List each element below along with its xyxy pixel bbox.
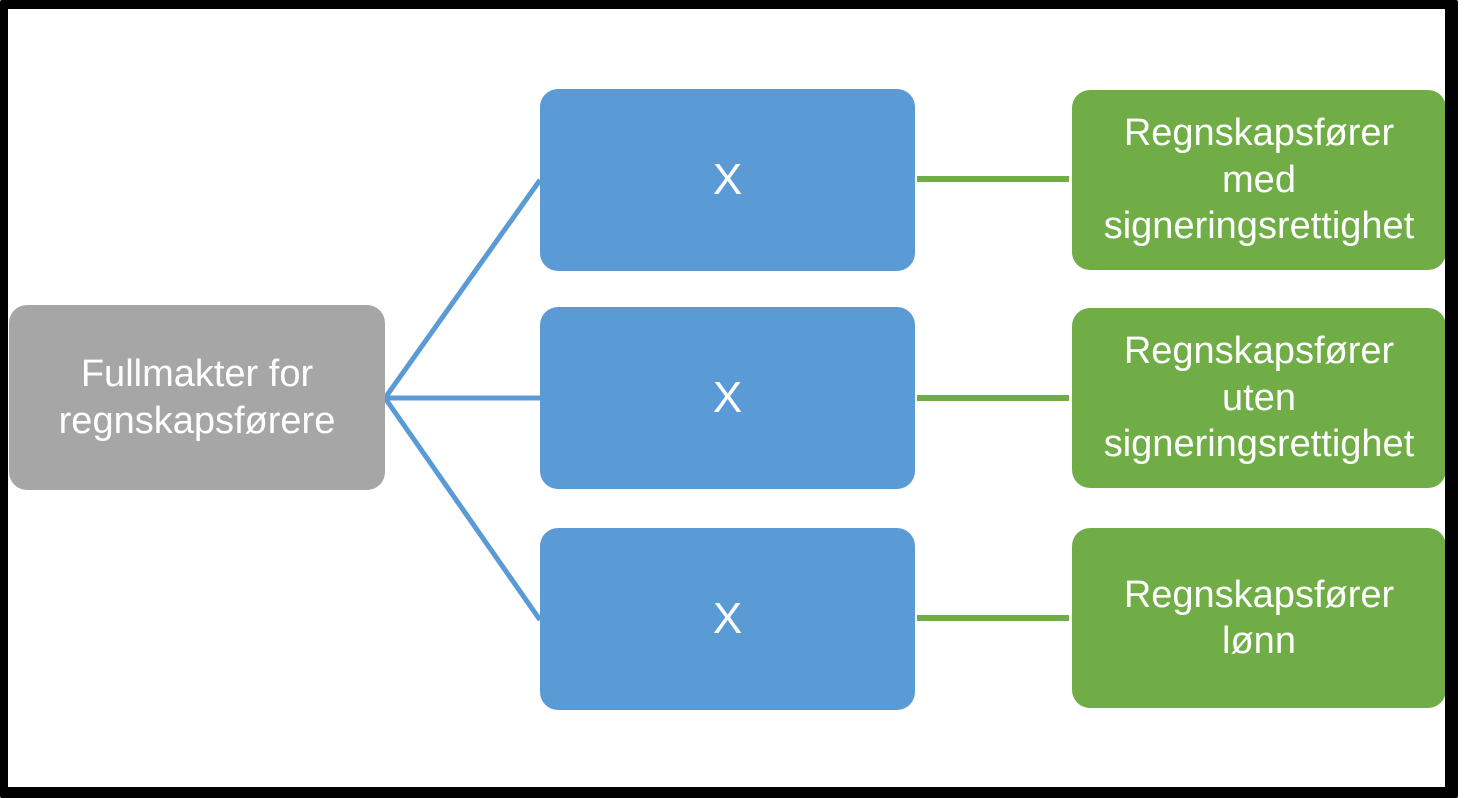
node-middle-1: X: [540, 89, 915, 271]
connector-root-to-middle-3: [382, 396, 543, 622]
node-leaf-lonn: Regnskapsfører lønn: [1072, 528, 1446, 708]
connector-root-to-middle-1: [382, 178, 543, 400]
node-middle-2: X: [540, 307, 915, 489]
node-root-fullmakter: Fullmakter for regnskapsførere: [9, 305, 385, 490]
node-leaf-med-signeringsrettighet: Regnskapsfører med signeringsrettighet: [1072, 90, 1446, 270]
node-middle-3: X: [540, 528, 915, 710]
node-leaf-uten-signeringsrettighet: Regnskapsfører uten signeringsrettighet: [1072, 308, 1446, 488]
